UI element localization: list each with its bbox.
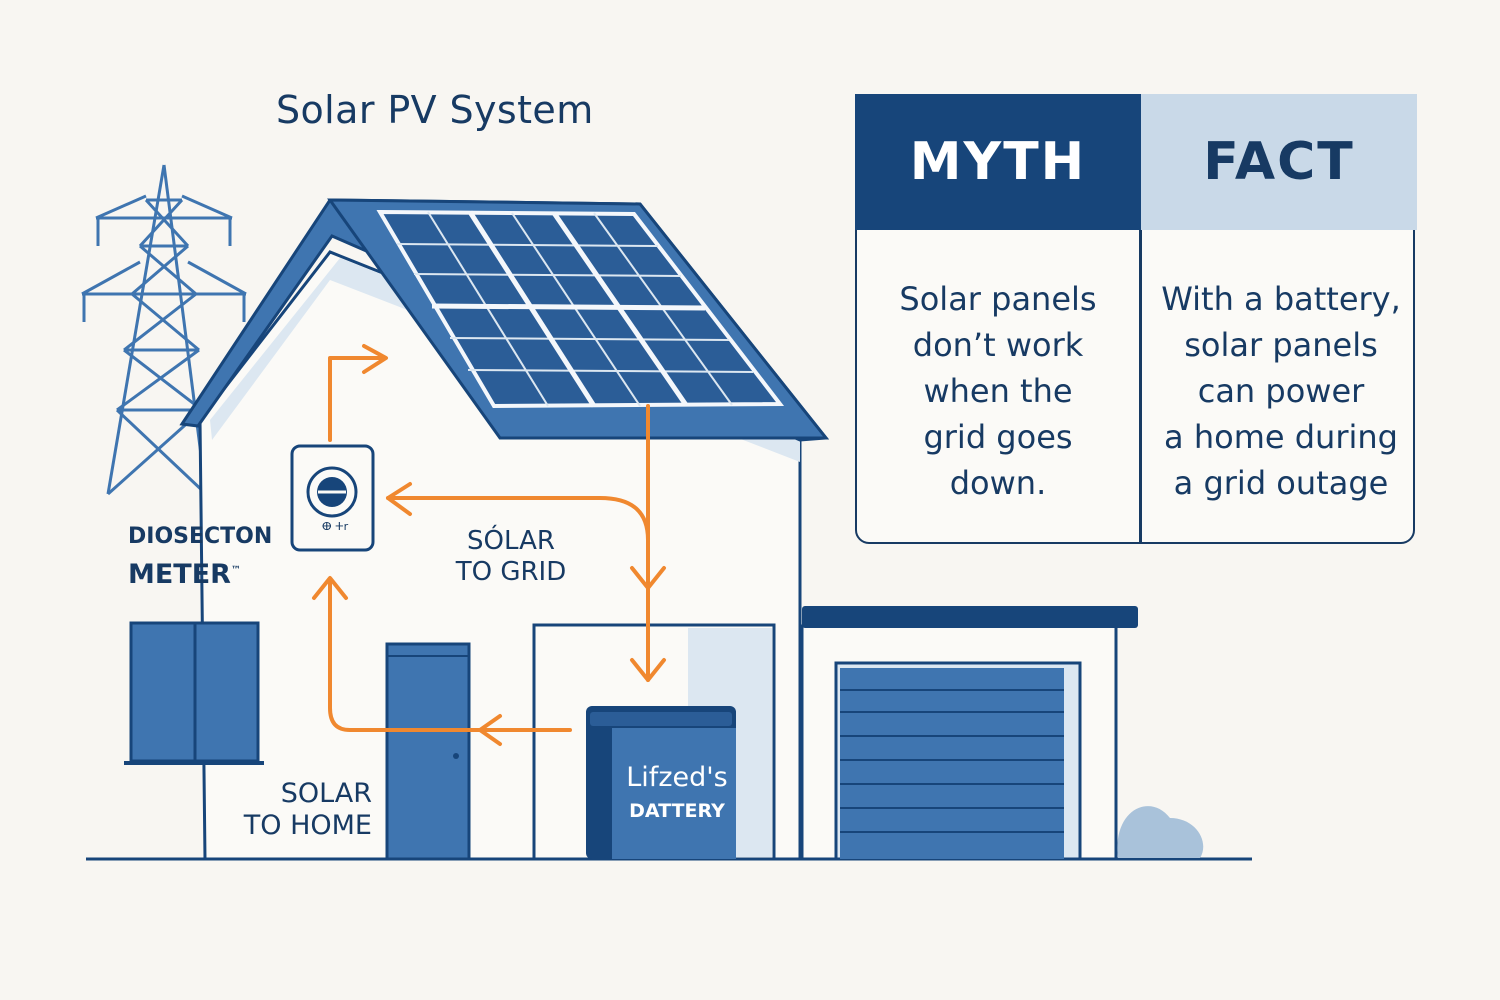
myth-line: when the — [923, 372, 1073, 410]
arrow-battery-to-home — [328, 580, 572, 732]
arrow-meter-to-grid-head — [362, 344, 388, 374]
energy-flow-arrows — [312, 344, 666, 746]
solar-to-home-label: SOLAR TO HOME — [243, 778, 372, 842]
solar-to-grid-label: SÓLAR TO GRID — [455, 526, 567, 588]
battery-type-label: DATTERY — [629, 800, 725, 822]
arrow-solar-to-grid-head — [386, 482, 412, 516]
fact-header — [1141, 94, 1417, 230]
arrow-solar-to-grid — [386, 496, 650, 542]
myth-text: Solar panels don’t work when the grid go… — [865, 276, 1131, 506]
myth-fact-table: MYTH FACT Solar panels don’t work when t… — [855, 94, 1417, 544]
garage-roof — [802, 606, 1138, 628]
meter-display-text: ⴲ ⵜr — [321, 520, 349, 533]
fact-line: can power — [1197, 372, 1365, 410]
fact-line: With a battery, — [1161, 280, 1401, 318]
diagram-title: Solar PV System — [276, 88, 594, 132]
arrow-to-battery-head — [630, 658, 666, 682]
fact-line: solar panels — [1184, 326, 1378, 364]
fact-line: a grid outage — [1173, 464, 1389, 502]
fact-line: a home during — [1164, 418, 1398, 456]
meter-label: DIOSECTON METER™ — [128, 520, 272, 596]
disconnect-meter[interactable] — [290, 444, 375, 552]
myth-line: don’t work — [912, 326, 1084, 364]
arrow-battery-to-home-head — [478, 714, 502, 746]
column-divider — [1139, 230, 1142, 542]
solar-panel-array — [376, 209, 785, 409]
fact-heading: FACT — [1203, 132, 1355, 192]
meter-label-line2: METER™ — [128, 559, 241, 591]
meter-label-line1: DIOSECTON — [128, 524, 273, 549]
arrow-to-meter-head — [312, 576, 348, 600]
transmission-tower-icon — [81, 164, 247, 496]
arrow-meter-to-grid — [328, 356, 384, 442]
window — [124, 621, 264, 765]
myth-line: grid goes — [923, 418, 1073, 456]
bush-icon — [1117, 806, 1204, 858]
fact-text: With a battery, solar panels can power a… — [1145, 276, 1417, 506]
garage-door-slats — [840, 689, 1064, 833]
myth-header — [855, 94, 1141, 230]
myth-line: down. — [949, 464, 1047, 502]
garage-door — [840, 668, 1064, 859]
myth-line: Solar panels — [899, 280, 1097, 318]
home-battery — [586, 706, 736, 859]
front-door — [385, 642, 471, 861]
battery-brand-label: Lifzed's — [626, 762, 728, 793]
myth-heading: MYTH — [909, 132, 1087, 192]
